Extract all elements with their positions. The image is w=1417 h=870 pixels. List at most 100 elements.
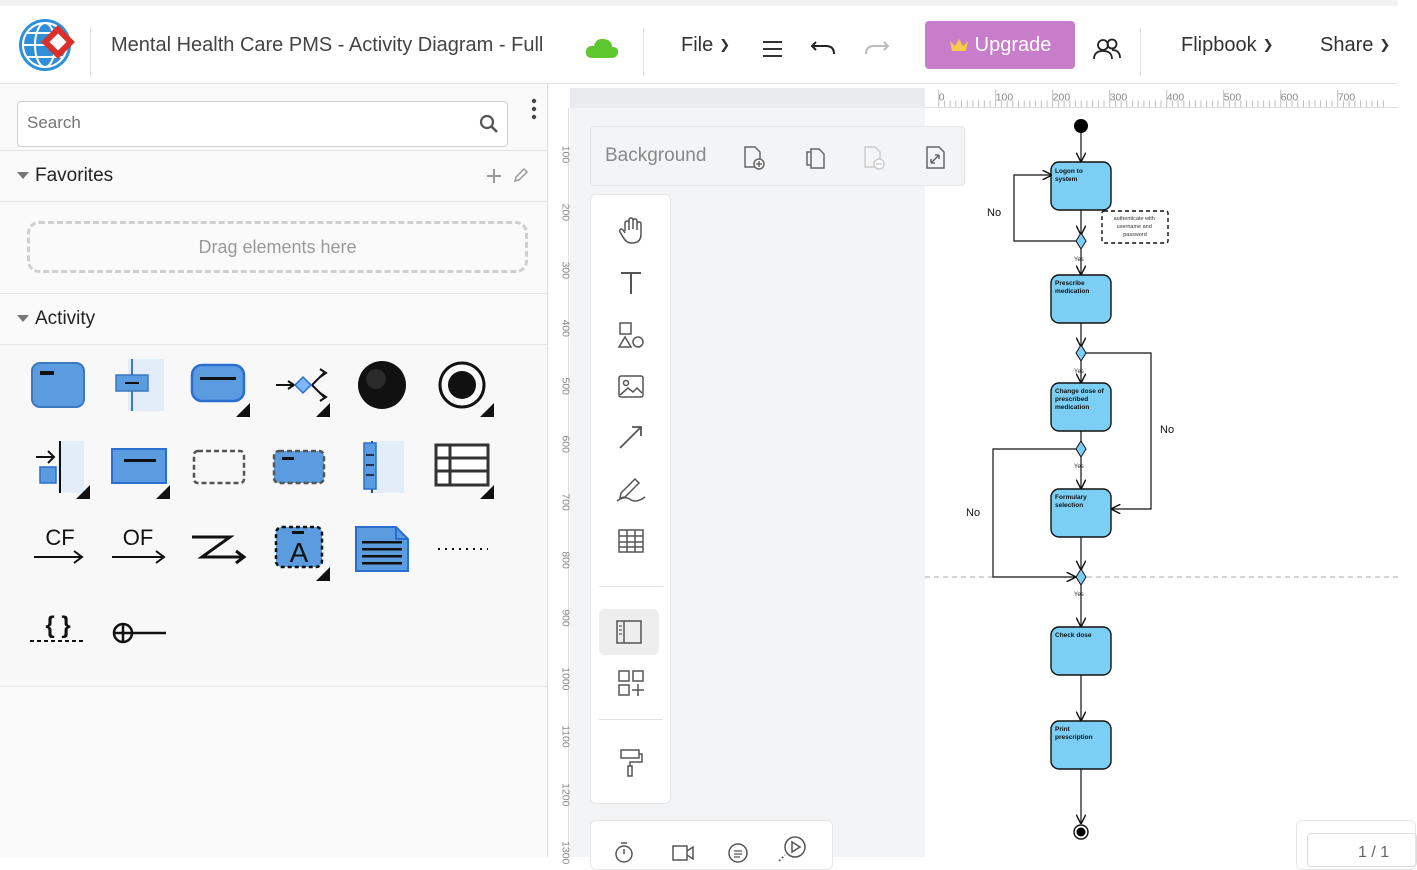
add-page-icon[interactable]: [741, 145, 767, 171]
flow-edge[interactable]: [992, 448, 1076, 577]
video-icon[interactable]: [671, 843, 695, 863]
decision-node[interactable]: [1075, 440, 1087, 458]
ruler-label: 700: [1338, 92, 1356, 103]
sidebar-panel-icon: [616, 620, 642, 644]
page-indicator[interactable]: 1 / 1: [1296, 820, 1417, 870]
divider: [599, 719, 663, 720]
more-shapes-tool[interactable]: [611, 663, 651, 703]
play-icon[interactable]: [777, 835, 807, 863]
action-node[interactable]: Prescribe medication: [1050, 274, 1112, 324]
search-input[interactable]: [27, 113, 467, 133]
constraint-icon[interactable]: { }: [26, 599, 90, 663]
share-menu[interactable]: Share❯: [1320, 34, 1390, 57]
favorites-section-header[interactable]: Favorites: [0, 150, 547, 202]
action-icon[interactable]: [26, 353, 90, 417]
panel-toggle-tool[interactable]: [599, 609, 659, 655]
collaborators-icon[interactable]: [1092, 38, 1122, 60]
table-grid-icon: [618, 529, 644, 553]
shapes-icon: [617, 322, 644, 348]
object-flow-icon[interactable]: OF: [106, 517, 170, 581]
search-box[interactable]: [17, 101, 508, 147]
share-label: Share: [1320, 34, 1374, 56]
initial-node[interactable]: [1074, 119, 1088, 133]
file-menu[interactable]: File❯: [681, 34, 730, 57]
activity-diagram[interactable]: Logon to system authenticate with userna…: [925, 108, 1398, 857]
shapes-tool[interactable]: [611, 315, 651, 355]
dashed-filled-action-icon[interactable]: [266, 435, 330, 499]
table-tool[interactable]: [611, 521, 651, 561]
activity-param-icon[interactable]: A: [266, 517, 330, 581]
delete-page-icon[interactable]: [861, 145, 887, 171]
merge-node[interactable]: [1075, 568, 1087, 586]
note-node[interactable]: authenticate with username and password: [1101, 210, 1169, 244]
activity-section-header[interactable]: Activity: [0, 293, 547, 345]
line-tool[interactable]: [611, 417, 651, 457]
decision-node[interactable]: [1075, 232, 1087, 250]
flow-edge[interactable]: [1013, 175, 1076, 242]
final-node-icon[interactable]: [430, 353, 494, 417]
document-title[interactable]: Mental Health Care PMS - Activity Diagra…: [111, 34, 544, 56]
action-node[interactable]: Print prescription: [1050, 720, 1112, 770]
ruler-label: 400: [1167, 92, 1185, 103]
add-icon[interactable]: [485, 167, 503, 185]
flipbook-menu[interactable]: Flipbook❯: [1181, 34, 1274, 57]
activity-label: Activity: [35, 308, 96, 329]
swimlane-icon[interactable]: [106, 353, 170, 417]
list-circle-icon[interactable]: [727, 842, 749, 864]
containment-icon[interactable]: [106, 599, 170, 663]
favorites-label: Favorites: [35, 165, 114, 186]
cloud-saved-icon[interactable]: [585, 36, 619, 60]
action-label: selection: [1055, 502, 1083, 509]
ruler-label: 900: [559, 609, 570, 627]
edit-pencil-icon[interactable]: [512, 166, 530, 184]
undo-icon[interactable]: [810, 38, 838, 60]
favorites-drop-zone[interactable]: Drag elements here: [27, 221, 528, 273]
edge-label-yes: Yes: [1074, 369, 1084, 375]
fork-join-icon[interactable]: [350, 435, 414, 499]
resize-page-icon[interactable]: [923, 145, 949, 171]
redo-icon[interactable]: [862, 38, 890, 60]
control-flow-text: CF: [45, 525, 74, 550]
hamburger-menu-icon[interactable]: [762, 40, 784, 58]
send-signal-icon[interactable]: [26, 435, 90, 499]
top-bar: Mental Health Care PMS - Activity Diagra…: [0, 0, 1398, 84]
interrupt-flow-icon[interactable]: [186, 517, 250, 581]
ruler-label: 200: [559, 204, 570, 222]
dotted-line-icon[interactable]: [430, 517, 494, 581]
collapse-triangle-icon: [17, 315, 29, 322]
decision-node[interactable]: [1075, 344, 1087, 362]
table-icon[interactable]: [430, 435, 494, 499]
format-painter-tool[interactable]: [611, 743, 651, 783]
search-icon[interactable]: [479, 114, 499, 134]
action-node[interactable]: Change dose of prescribed medication: [1050, 382, 1112, 432]
action-node[interactable]: Check dose: [1050, 626, 1112, 676]
control-flow-icon[interactable]: CF: [26, 517, 90, 581]
divider: [643, 28, 644, 76]
action-node[interactable]: Logon to system: [1050, 161, 1112, 211]
image-icon: [618, 375, 644, 398]
note-text: username and: [1117, 224, 1152, 230]
text-tool[interactable]: [611, 263, 651, 303]
initial-node-icon[interactable]: [350, 353, 414, 417]
divider: [1140, 28, 1141, 76]
dashed-action-icon[interactable]: [186, 435, 250, 499]
rounded-action-icon[interactable]: [186, 353, 250, 417]
activity-icon[interactable]: [106, 435, 170, 499]
action-label: Formulary: [1055, 494, 1087, 501]
pen-tool[interactable]: [611, 469, 651, 509]
decision-icon[interactable]: [266, 353, 330, 417]
image-tool[interactable]: [611, 367, 651, 407]
ruler-label: 0: [939, 92, 945, 103]
action-node[interactable]: Formulary selection: [1050, 488, 1112, 538]
timer-icon[interactable]: [613, 841, 635, 863]
hand-tool[interactable]: [611, 211, 651, 251]
ruler-label: 1100: [559, 725, 570, 748]
upgrade-button[interactable]: Upgrade: [925, 21, 1075, 69]
more-options-icon[interactable]: [530, 98, 538, 120]
duplicate-page-icon[interactable]: [803, 145, 829, 171]
app-logo-icon[interactable]: [18, 16, 76, 74]
flow-edge[interactable]: [1086, 352, 1152, 509]
collapse-triangle-icon: [17, 172, 29, 179]
note-icon[interactable]: [350, 517, 414, 581]
ruler-label: 100: [559, 146, 570, 164]
